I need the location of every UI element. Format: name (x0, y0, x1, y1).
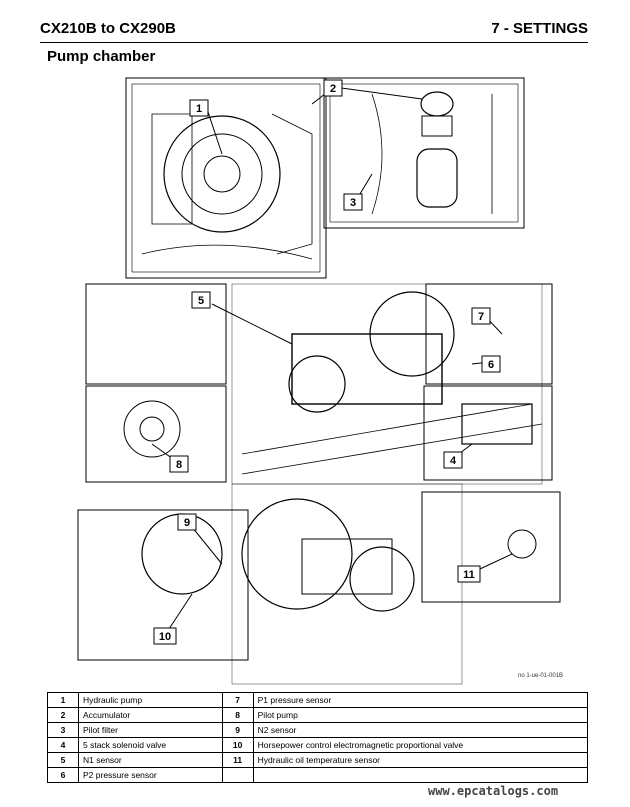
panel-lower-centre (231, 483, 463, 685)
legend-number: 3 (47, 722, 79, 738)
legend-number: 9 (221, 722, 254, 738)
panel-n1-sensor (85, 283, 227, 385)
legend-number: 1 (47, 692, 79, 708)
callout-4: 4 (450, 455, 457, 467)
figure-code: no 1-ue-01-001B (518, 673, 564, 679)
legend-text: Pilot pump (252, 707, 589, 723)
legend-number: 7 (221, 692, 254, 708)
legend-text: 5 stack solenoid valve (78, 737, 223, 753)
legend-number: 5 (47, 752, 79, 768)
legend-text: N1 sensor (78, 752, 223, 768)
callout-8: 8 (176, 459, 182, 471)
figure-drawing: 1 2 3 5 7 6 8 4 9 11 10 (77, 77, 561, 685)
legend-number: 2 (47, 707, 79, 723)
legend-number: 11 (221, 752, 254, 768)
legend-text: Pilot filter (78, 722, 223, 738)
legend-text (252, 767, 589, 783)
panel-n2-sensor (77, 509, 249, 661)
callout-1: 1 (196, 103, 202, 115)
legend-number: 8 (221, 707, 254, 723)
model-range: CX210B to CX290B (40, 20, 176, 37)
legend-number: 6 (47, 767, 79, 783)
legend-text: Hydraulic oil temperature sensor (252, 752, 589, 768)
legend-text: N2 sensor (252, 722, 589, 738)
legend-number: 4 (47, 737, 79, 753)
callout-2: 2 (330, 83, 336, 95)
pump-chamber-figure: 1 2 3 5 7 6 8 4 9 11 10 (72, 74, 562, 686)
callout-6: 6 (488, 359, 494, 371)
panel-pilot-pump (85, 385, 227, 483)
callout-9: 9 (184, 517, 190, 529)
panel-oil-temp-sensor (421, 491, 561, 603)
callout-10: 10 (159, 631, 171, 643)
legend-text: Accumulator (78, 707, 223, 723)
legend-number: 10 (221, 737, 254, 753)
panel-solenoid-valve (423, 385, 553, 481)
panel-pressure-sensors (425, 283, 553, 385)
callout-5: 5 (198, 295, 204, 307)
section-title: Pump chamber (47, 48, 156, 65)
watermark: www.epcatalogs.com (428, 784, 559, 798)
callout-labels: 1 2 3 5 7 6 8 4 9 11 10 (153, 79, 501, 645)
legend-number (221, 767, 254, 783)
legend-text: P2 pressure sensor (78, 767, 223, 783)
page-header: CX210B to CX290B 7 - SETTINGS (40, 14, 588, 43)
legend-text: P1 pressure sensor (252, 692, 589, 708)
callout-3: 3 (350, 197, 356, 209)
callout-7: 7 (478, 311, 484, 323)
legend-text: Horsepower control electromagnetic propo… (252, 737, 589, 753)
chapter-title: 7 - SETTINGS (491, 20, 588, 37)
callout-11: 11 (463, 569, 475, 581)
panel-pump (125, 77, 327, 279)
legend-text: Hydraulic pump (78, 692, 223, 708)
header-rule (40, 42, 588, 43)
panel-accumulator (323, 77, 525, 229)
